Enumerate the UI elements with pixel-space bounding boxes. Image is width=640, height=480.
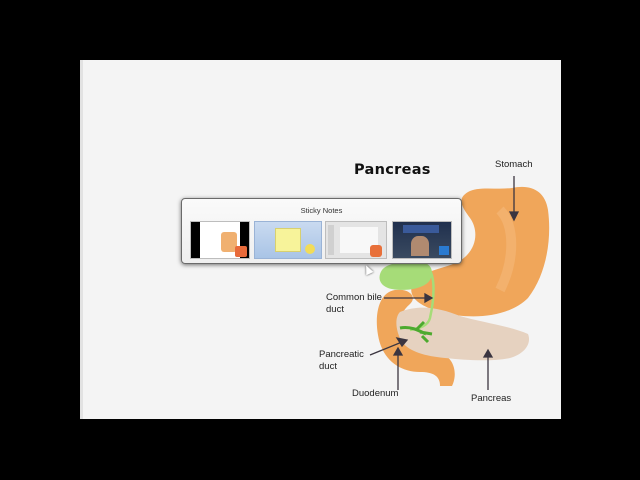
sticky-note-icon [275,228,301,252]
label-stomach: Stomach [495,159,533,170]
video-person [411,236,429,256]
window-thumb-slideshow[interactable] [190,221,250,259]
label-pancreatic-duct-line1: Pancreatic [319,349,364,360]
duodenum-shape [376,289,455,386]
powerpoint-icon [370,245,382,257]
gallbladder-shape [379,261,432,290]
label-pancreatic-duct: Pancreatic duct [319,349,364,373]
black-bar-right [240,222,249,258]
task-switcher: Sticky Notes [181,198,462,264]
video-banner [403,225,439,233]
powerpoint-icon [235,246,247,257]
window-thumb-video[interactable] [392,221,452,259]
label-duodenum: Duodenum [352,388,399,399]
thumb-diagram [221,232,237,252]
task-switcher-title: Sticky Notes [300,206,343,215]
slide-edge [80,60,83,419]
label-common-bile-duct: Common bile duct [326,292,382,316]
window-thumb-powerpoint[interactable] [325,221,387,259]
window-thumb-sticky-notes[interactable] [254,221,322,259]
sticky-notes-app-icon [305,244,315,254]
label-common-bile-duct-line2: duct [326,304,344,315]
label-pancreas: Pancreas [471,393,512,404]
slide-pane [328,225,334,255]
pancreatic-duct [399,320,433,344]
label-common-bile-duct-line1: Common bile [326,292,382,303]
slide-title: Pancreas [354,162,431,178]
media-player-icon [439,246,449,255]
label-pancreatic-duct-line2: duct [319,361,337,372]
black-bar-left [191,222,200,258]
